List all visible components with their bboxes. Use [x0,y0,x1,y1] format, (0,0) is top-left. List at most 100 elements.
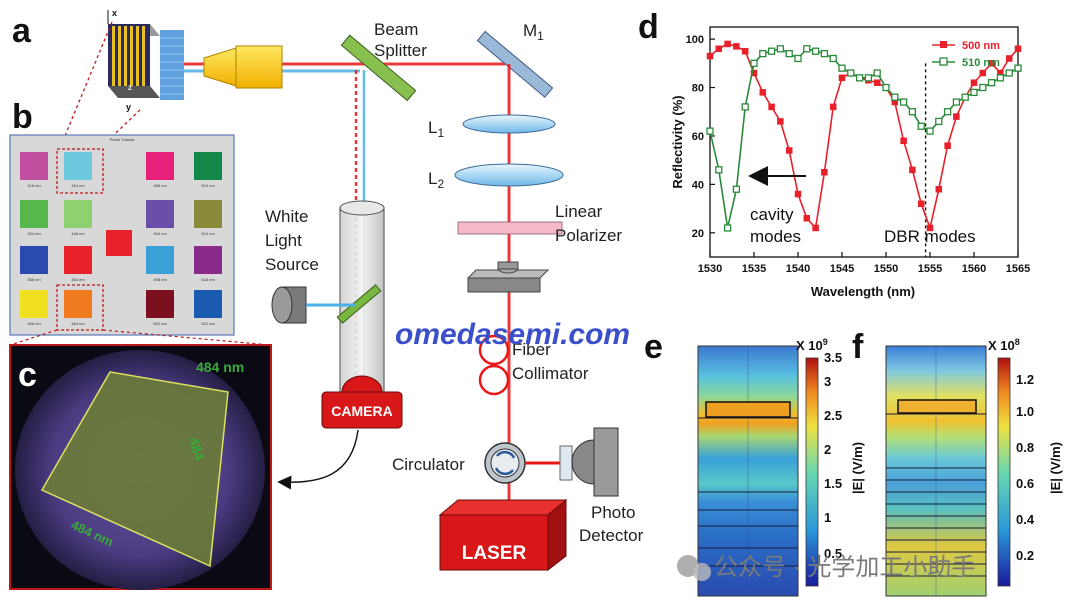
x-tick-label: 1535 [742,263,766,275]
data-point [732,185,741,193]
data-point [803,45,811,53]
image-label-right: 484 [185,435,208,463]
data-point [935,117,943,126]
data-point [723,224,732,232]
white-light-label-2: Light [265,231,302,250]
x-axis-label: Wavelength (nm) [811,284,915,299]
field-map-f: X 108 1.2 1.0 0.8 0.6 0.4 0.2 |E| (V/m) [885,337,1063,597]
data-point [943,108,952,116]
y-tick-label: 60 [692,131,704,143]
data-point [759,49,767,58]
colorbar-e-label: |E| (V/m) [850,442,865,494]
svg-text:公众号 · 光学加工小助手: 公众号 · 光学加工小助手 [714,554,975,581]
panel-label-e: e [644,328,663,366]
data-point [838,74,846,82]
data-point [812,224,819,232]
sample-stage [466,261,550,293]
swatch-label: 494 nm [153,231,167,236]
color-swatch [20,200,48,228]
swatch-label: 498 nm [153,277,167,282]
objective-lens [203,45,283,89]
x-tick-label: 1530 [698,263,722,275]
zoom-line [9,329,58,346]
color-swatch [20,152,48,180]
cb-f-tick: 0.8 [1016,440,1034,455]
mirror-label: M1 [523,21,544,43]
data-point [777,118,784,125]
data-point [829,54,837,63]
cavity-rect-e [705,401,791,418]
beam-splitter-label-2: Splitter [374,41,427,60]
field-map-e: X 109 3.5 3 2.5 2 1.5 1 0.5 |E| (V/m) [697,337,865,597]
cavity-rect-f [897,399,977,414]
y-tick-label: 100 [686,34,704,46]
axis-y-label: y [126,102,131,112]
cb-e-tick: 1 [824,510,831,525]
data-point [873,79,881,86]
color-swatch [194,200,222,228]
laser-label: LASER [462,543,527,564]
swatch-label: 502 nm [153,321,167,326]
swatch-label: 424 nm [71,183,85,188]
data-point [987,79,996,87]
axes-indicator: x y z [107,8,132,112]
data-point [785,49,793,58]
data-point [750,69,758,77]
color-swatch [146,290,174,318]
cb-f-tick: 0.2 [1016,548,1034,563]
color-swatch [20,246,48,274]
center-swatch [106,230,132,256]
data-point [996,74,1005,82]
x-tick-label: 1565 [1006,263,1030,275]
swatch-label: 468 nm [27,321,41,326]
swatch-label: 522 nm [201,321,215,326]
legend-marker-510 [939,57,948,66]
x-tick-label: 1560 [962,263,986,275]
color-swatch [20,290,48,318]
tube-splitter [336,284,382,324]
lens-l2 [454,163,564,187]
colorbar-f [997,357,1011,587]
beam-splitter-label-1: Beam [374,20,418,39]
data-point [988,60,995,67]
swatch-label: 418 nm [27,183,41,188]
axis-x-label: x [112,8,117,18]
data-point [733,43,740,50]
y-tick-label: 40 [692,179,704,191]
data-point [873,69,881,77]
camera-label: CAMERA [331,403,392,419]
swatch-label: 488 nm [153,183,167,188]
data-point [1005,55,1013,62]
cb-e-tick: 2.5 [824,408,842,423]
data-point [935,185,943,193]
zoom-line [102,329,271,346]
data-point [908,108,917,116]
data-point [926,127,934,135]
axis-z-label: z [128,83,132,92]
legend-label-500: 500 nm [962,40,1000,52]
data-point [1005,69,1013,77]
color-swatch [194,290,222,318]
data-point [961,93,969,101]
cb-e-tick: 3 [824,374,831,389]
photo-detector [559,427,619,497]
camera: CAMERA [321,375,403,429]
data-point [970,88,978,97]
color-swatch [64,246,92,274]
image-label-top: 484 nm [196,359,244,375]
data-point [847,69,855,77]
panel-label-a: a [12,12,32,50]
data-point [821,169,828,176]
data-point [953,113,960,120]
white-light-source [271,286,356,324]
laser-source: LASER [438,498,568,572]
circulator-label: Circulator [392,455,465,474]
swatch-label: 518 nm [201,277,215,282]
panel-label-c: c [18,356,37,394]
data-point [944,142,951,149]
x-tick-label: 1540 [786,263,810,275]
